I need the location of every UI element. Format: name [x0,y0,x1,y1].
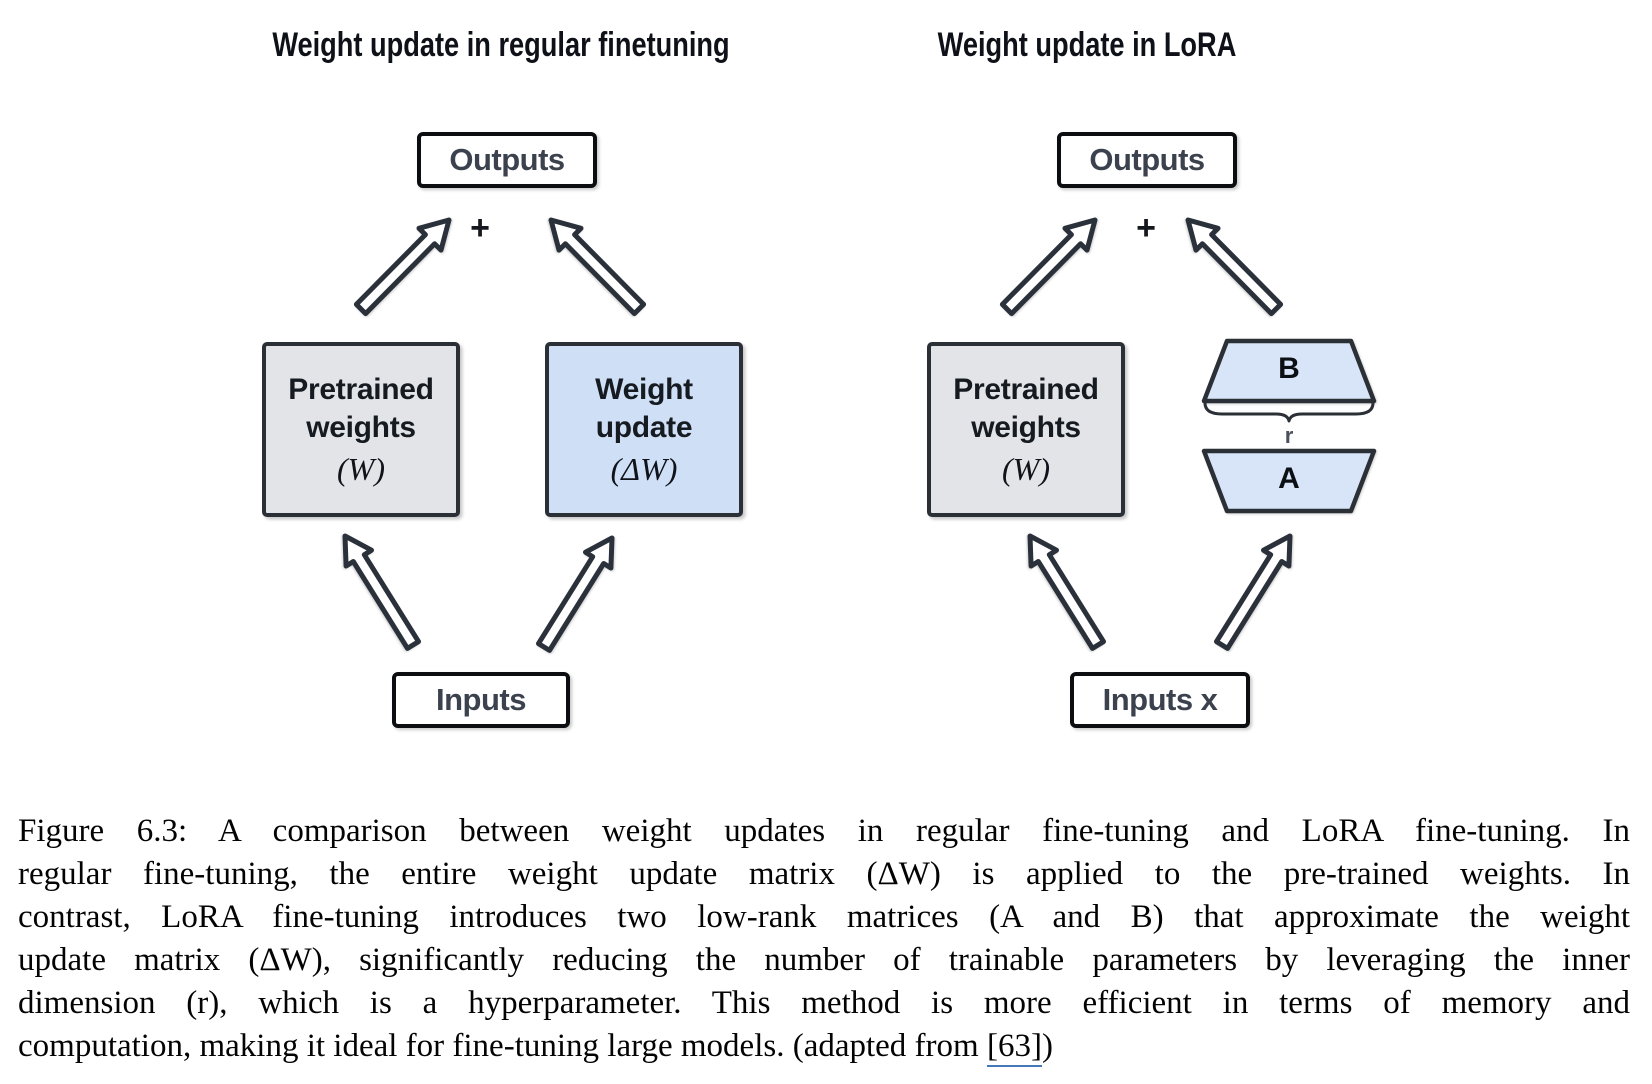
arrow-up-right-icon [999,217,1098,317]
outputs-box-left: Outputs [417,132,597,188]
weight-update-line2: update [595,410,693,444]
pretrained-line1: Pretrained [953,372,1099,406]
outputs-label-right: Outputs [1089,142,1205,177]
caption-line: Figure 6.3: A comparison between weight … [18,813,1630,849]
caption-closing-paren: ) [1041,1028,1053,1064]
rank-underbrace-icon [1203,401,1375,423]
pretrained-weights-box-right: Pretrained weights (W) [927,342,1125,517]
outputs-box-right: Outputs [1057,132,1237,188]
citation-link[interactable]: [63] [986,1028,1042,1067]
pretrained-math-w: (W) [337,450,385,487]
outputs-label-left: Outputs [449,142,565,177]
matrix-a-label: A [1278,462,1300,495]
caption-line-last: computation, making it ideal for fine-tu… [18,1025,1630,1068]
weight-update-math-dw: (ΔW) [610,450,678,487]
figure-caption: Figure 6.3: A comparison between weight … [18,810,1630,1068]
pretrained-line1: Pretrained [288,372,434,406]
arrow-up-left-icon [1027,533,1106,651]
inputs-label-right: Inputs x [1102,682,1218,717]
matrix-a-trapezoid [1201,448,1377,514]
rank-label: r [1284,423,1294,448]
inputs-label-left: Inputs [436,682,527,717]
matrix-b-label: B [1278,352,1300,385]
caption-last-text: computation, making it ideal for fine-tu… [18,1028,987,1064]
caption-line: regular fine-tuning, the entire weight u… [18,856,1630,892]
caption-line: contrast, LoRA fine-tuning introduces tw… [18,899,1630,935]
plus-sign-right: + [1136,208,1156,247]
matrix-b-trapezoid [1201,338,1377,404]
pretrained-line2: weights [971,410,1081,444]
arrow-up-left-icon [342,533,421,651]
arrow-up-right-icon [536,535,615,653]
arrow-up-right-icon [353,217,452,317]
inputs-box-right: Inputs x [1070,672,1250,728]
plus-sign-left: + [470,208,490,247]
pretrained-line2: weights [306,410,416,444]
weight-update-line1: Weight [595,372,693,406]
right-panel-title: Weight update in LoRA [937,26,1237,64]
caption-line: dimension (r), which is a hyperparameter… [18,985,1630,1021]
left-panel-title: Weight update in regular finetuning [272,26,730,64]
caption-line: update matrix (ΔW), significantly reduci… [18,942,1630,978]
pretrained-math-w: (W) [1002,450,1050,487]
arrow-up-right-icon [1214,533,1293,651]
arrow-up-left-icon [548,217,647,317]
pretrained-weights-box-left: Pretrained weights (W) [262,342,460,517]
inputs-box-left: Inputs [392,672,570,728]
arrow-up-left-icon [1185,217,1284,317]
weight-update-box: Weight update (ΔW) [545,342,743,517]
